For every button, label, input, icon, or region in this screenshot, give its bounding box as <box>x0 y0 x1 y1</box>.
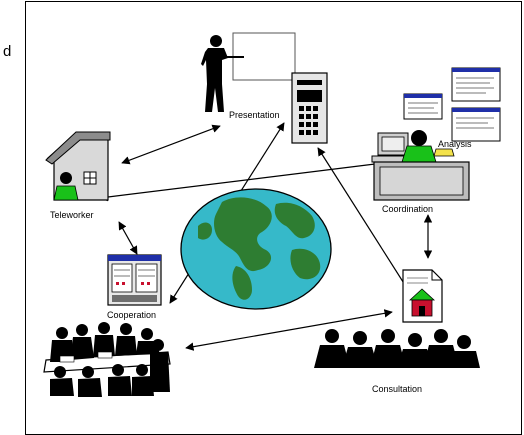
document-house-icon <box>402 269 443 323</box>
worker-at-desk-icon <box>371 130 470 201</box>
globe-icon <box>180 188 332 310</box>
computer-tower-icon <box>291 72 328 144</box>
label-coordination: Coordination <box>382 204 433 214</box>
edge-text-fragment: d <box>3 43 11 60</box>
house-icon <box>45 131 111 201</box>
cooperation-board-icon <box>107 254 162 306</box>
analysis-reports-icon <box>403 67 501 142</box>
presenter-icon <box>201 32 296 112</box>
label-consultation: Consultation <box>372 384 422 394</box>
label-presentation: Presentation <box>229 110 280 120</box>
meeting-group-icon <box>43 322 171 397</box>
label-cooperation: Cooperation <box>107 310 156 320</box>
label-teleworker: Teleworker <box>50 210 94 220</box>
connector-presentation-consultation <box>317 147 413 297</box>
label-analysis: Analysis <box>438 139 472 149</box>
connectors <box>99 122 433 351</box>
connector-meeting-consultation <box>185 309 393 351</box>
connector-teleworker-cooperation <box>118 221 138 255</box>
audience-silhouettes-icon <box>314 329 480 368</box>
